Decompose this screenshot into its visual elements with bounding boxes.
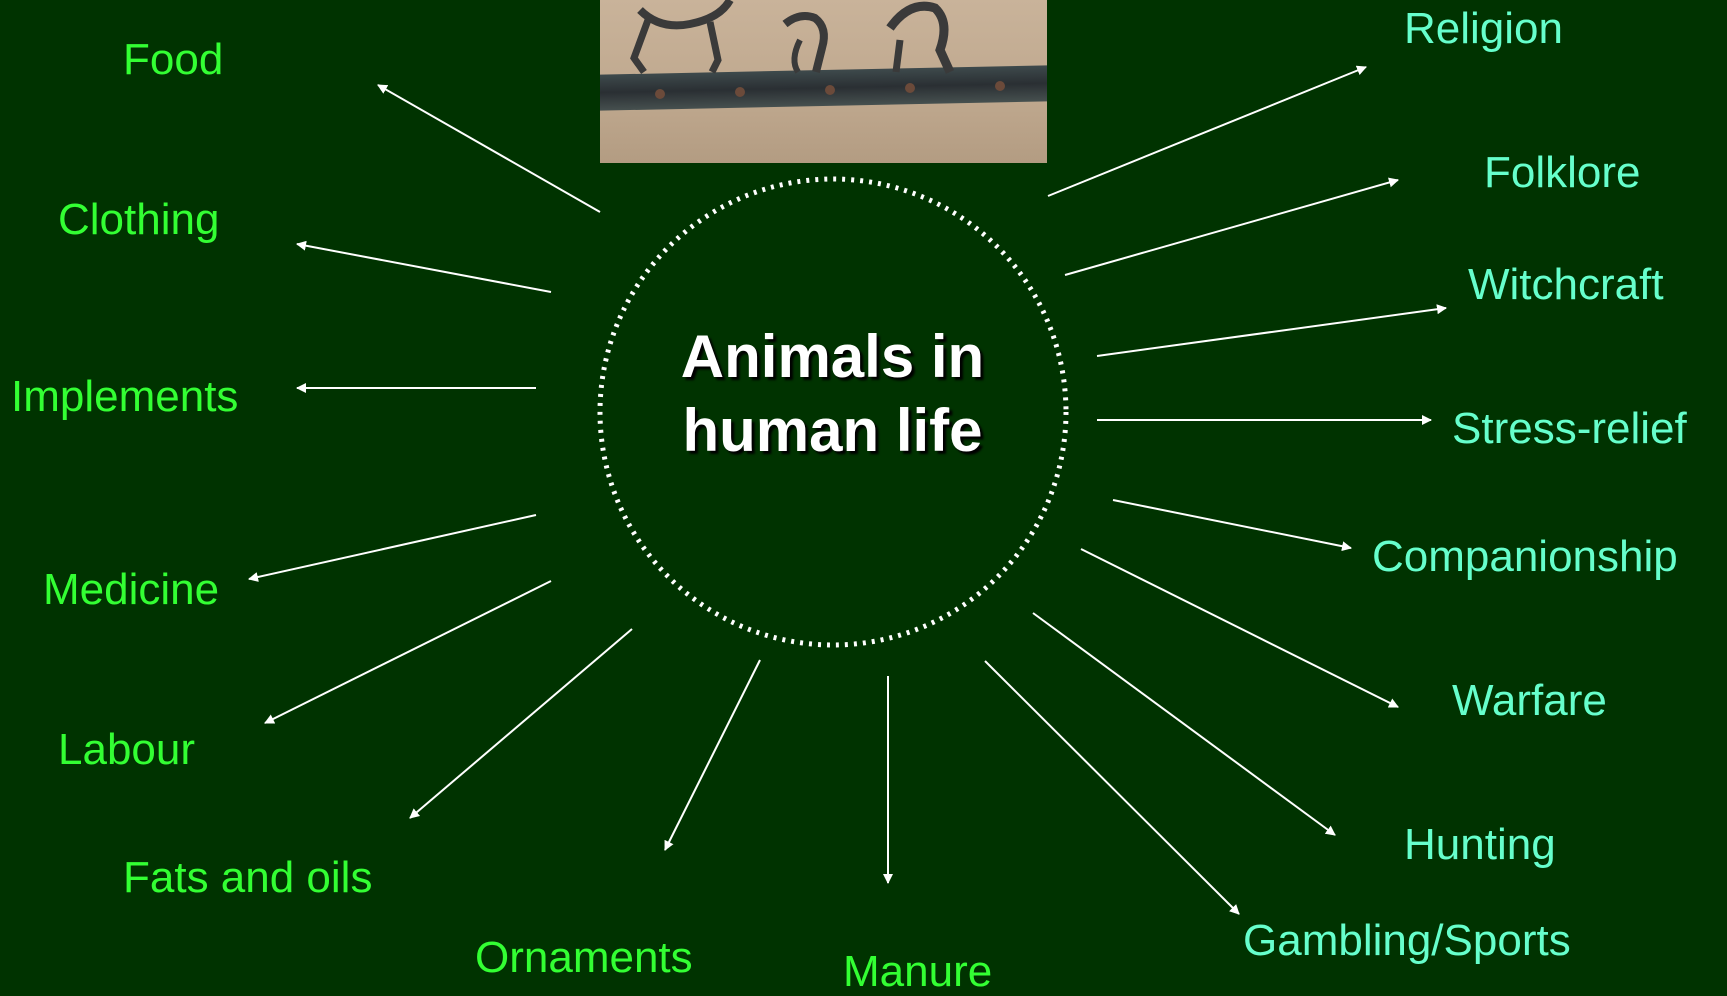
arrow-witchcraft [1097, 308, 1446, 356]
label-warfare: Warfare [1452, 679, 1607, 723]
label-folklore: Folklore [1484, 151, 1641, 195]
arrow-religion [1048, 67, 1366, 196]
arrow-food [378, 85, 600, 212]
arrow-labour [265, 581, 551, 723]
arrow-hunting [1033, 613, 1335, 835]
label-implements: Implements [11, 375, 238, 419]
label-ornaments: Ornaments [475, 936, 693, 980]
arrow-medicine [249, 515, 536, 579]
label-companionship: Companionship [1372, 535, 1678, 579]
label-gambling-sports: Gambling/Sports [1243, 919, 1571, 963]
label-fats-and-oils: Fats and oils [123, 856, 372, 900]
label-food: Food [123, 38, 223, 82]
center-label: Animals in human life [600, 320, 1065, 468]
label-clothing: Clothing [58, 198, 219, 242]
arrow-clothing [297, 244, 551, 292]
label-manure: Manure [843, 950, 992, 994]
arrow-gambling-sports [985, 661, 1239, 914]
label-labour: Labour [58, 728, 195, 772]
label-hunting: Hunting [1404, 823, 1556, 867]
label-medicine: Medicine [43, 568, 219, 612]
arrow-companionship [1113, 500, 1351, 548]
arrow-folklore [1065, 180, 1398, 275]
label-stress-relief: Stress-relief [1452, 407, 1687, 451]
label-religion: Religion [1404, 7, 1563, 51]
arrow-ornaments [665, 660, 760, 850]
label-witchcraft: Witchcraft [1468, 263, 1664, 307]
arrow-fats-and-oils [410, 629, 632, 818]
